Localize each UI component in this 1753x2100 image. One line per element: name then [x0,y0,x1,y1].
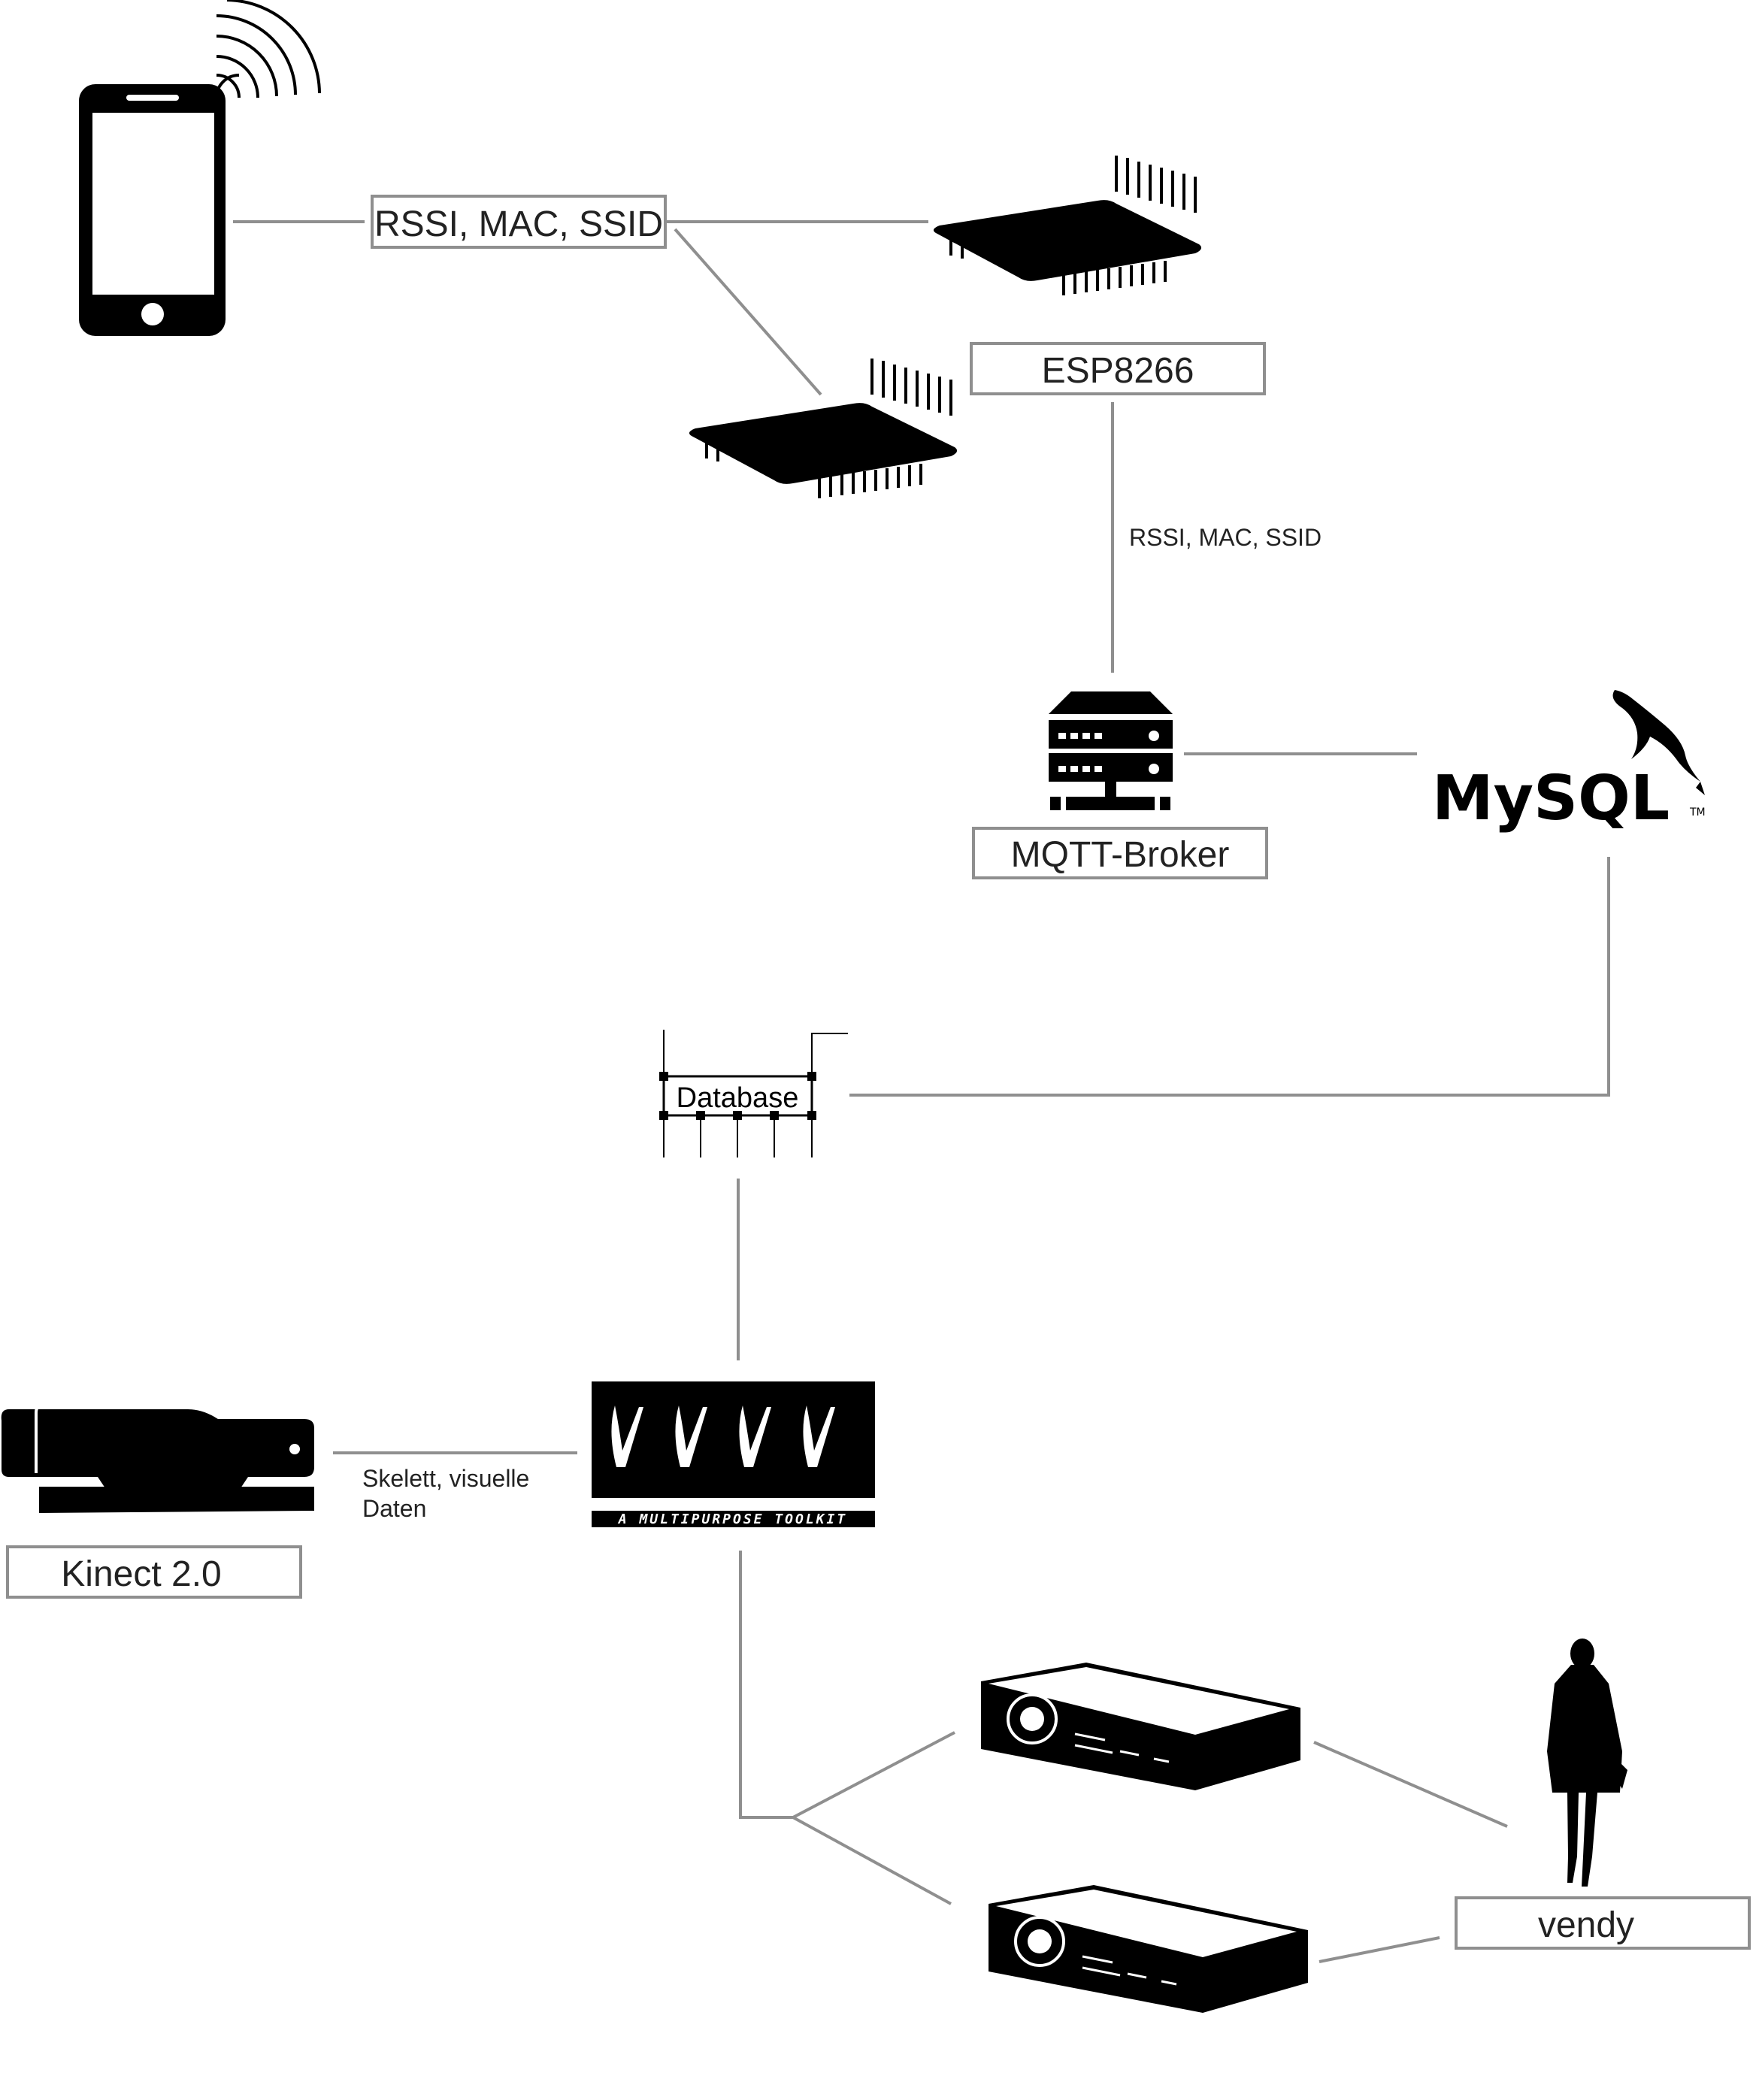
mysql-logo: MySQL TM [1432,690,1706,834]
projector-icon-2 [989,1885,1308,2013]
kinect-text: Kinect 2.0 [61,1554,221,1594]
phone-signal-label: RSSI, MAC, SSID [371,195,667,249]
kinect-data-label-line1: Skelett, visuelle [362,1465,529,1492]
esp8266-chip-icon-1 [933,156,1202,295]
esp-to-broker-label: RSSI, MAC, SSID [1129,524,1322,551]
mqtt-broker-text: MQTT-Broker [1011,835,1230,875]
vendy-text: vendy [1538,1905,1634,1945]
server-icon [1049,691,1173,810]
projector-icon-1 [981,1663,1300,1790]
phone-signal-text: RSSI, MAC, SSID [374,204,663,244]
person-silhouette-icon [1547,1639,1627,1887]
esp8266-chip-icon-2 [689,359,958,498]
database-text: Database [677,1082,799,1114]
svg-text:TM: TM [1689,806,1706,819]
smartphone-icon [79,84,226,336]
mqtt-broker-label: MQTT-Broker [972,827,1268,879]
vvvv-tagline: A MULTIPURPOSE TOOLKIT [618,1511,847,1527]
esp8266-text: ESP8266 [1042,351,1194,391]
vvvv-logo: A MULTIPURPOSE TOOLKIT [592,1381,875,1527]
kinect-data-label-line2: Daten [362,1495,426,1522]
kinect-label: Kinect 2.0 [6,1545,302,1599]
vendy-label: vendy [1455,1896,1751,1950]
wifi-signal-icon [215,0,321,98]
database-node: Database [659,1030,848,1157]
esp8266-label: ESP8266 [970,342,1266,395]
kinect-sensor-icon [1,1404,314,1513]
connector-lines [233,220,1610,1963]
mysql-text: MySQL [1432,763,1670,834]
